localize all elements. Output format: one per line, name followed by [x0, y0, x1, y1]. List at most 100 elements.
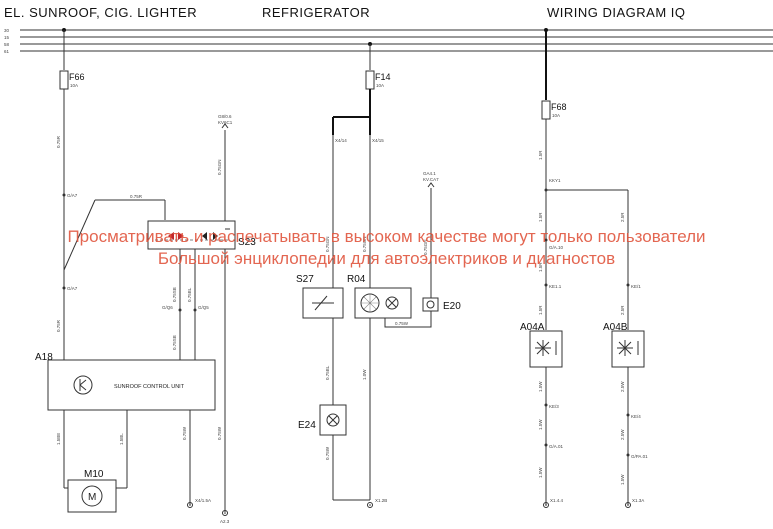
- wire-label: 2.5W: [620, 381, 625, 392]
- burst-icon: [617, 340, 633, 356]
- burst-icon: [535, 340, 551, 356]
- wire-label: X4/14: [335, 138, 347, 143]
- fan-r04-label: R04: [347, 274, 366, 285]
- fuse-f14-label: F14: [375, 72, 391, 82]
- module-a04b-label: A04B: [603, 322, 628, 333]
- control-unit-a18-name: SUNROOF CONTROL UNIT: [114, 384, 185, 390]
- ground-label: X1.3A: [632, 498, 644, 503]
- watermark-line-2: Большой энциклопедии для автоэлектриков …: [157, 249, 616, 268]
- wire-label: 0.75W: [182, 426, 187, 440]
- switch-s23: [147, 220, 236, 250]
- wire-label: G/A7: [67, 193, 78, 198]
- motor-m10-label: M10: [84, 469, 104, 480]
- rail-label: 30: [4, 28, 10, 33]
- wire-label: KE/3: [549, 404, 559, 409]
- wire-label: 2.5R: [620, 212, 625, 222]
- wire-label: 1.5W: [538, 467, 543, 478]
- header-left-title: EL. SUNROOF, CIG. LIGHTER: [4, 5, 198, 20]
- wire-label: 0.75SB: [172, 287, 177, 302]
- wire-label: 0.75R: [56, 319, 61, 332]
- wire-label: 1.0W: [362, 369, 367, 380]
- control-unit-a18-label: A18: [35, 352, 53, 363]
- wire-label: G/A7: [67, 286, 78, 291]
- diode-icon: [168, 232, 184, 240]
- wire-label: 0.75W: [395, 321, 409, 326]
- module-a04a: [529, 330, 563, 368]
- wire-label: 1.5R: [538, 212, 543, 222]
- lamp-icon: [326, 413, 340, 427]
- diode-icon: [202, 232, 218, 240]
- wire-label: 2.5W: [620, 429, 625, 440]
- wire-label: 0.75BL: [325, 365, 330, 380]
- sunroof-circuit: F66 10A 0.75R G/A7 0.75R G/A7 0.75R S23 …: [35, 28, 256, 524]
- fuse-f66-rating: 10A: [70, 83, 78, 88]
- fuse-f68: [541, 100, 551, 120]
- header-right-title: WIRING DIAGRAM IQ: [547, 5, 686, 20]
- wire-label: KE1.1: [549, 284, 562, 289]
- ground-label: X4/1.5A: [195, 498, 211, 503]
- wire-label: 1.5BE: [56, 433, 61, 445]
- switch-icon: [312, 295, 334, 311]
- fuse-f66-label: F66: [69, 72, 85, 82]
- ground-label: X1.4.4: [550, 498, 564, 503]
- wire-label: 0.75R: [56, 135, 61, 148]
- wire-label: 0.75W: [325, 446, 330, 460]
- wire-label: 1.5W: [620, 474, 625, 485]
- control-unit-a18: [47, 359, 216, 411]
- fuse-f68-label: F68: [551, 102, 567, 112]
- lamp-e20-label: E20: [443, 301, 461, 312]
- wire-label: 1.5R: [538, 150, 543, 160]
- lamp-icon: [385, 296, 399, 310]
- header-center-title: REFRIGERATOR: [262, 5, 371, 20]
- lamp-e24-label: E24: [298, 420, 316, 431]
- wire-label: 1.5R: [538, 305, 543, 315]
- module-a04a-label: A04A: [520, 322, 545, 333]
- ground-label: A2.3: [220, 519, 230, 524]
- motor-symbol: M: [88, 492, 96, 503]
- right-circuit: F68 10A 1.5R KKY1 1.5R G/A.10 1.5R KE1.1…: [520, 28, 648, 508]
- wire-label: 2.5R: [620, 305, 625, 315]
- wire-label: KE/4: [631, 414, 641, 419]
- lamp-e20: [422, 297, 439, 312]
- wire-label: 0.75R: [130, 194, 143, 199]
- wire-label: GA4.1: [423, 171, 436, 176]
- ground-label: X1.2B: [375, 498, 387, 503]
- wire-label: G/PA.01: [631, 454, 648, 459]
- refrigerator-circuit: F14 10A X4/14 X4/15 0.75GN 0.75GN S27 0.…: [296, 42, 461, 508]
- wire-label: G/A.01: [549, 444, 564, 449]
- wire-label: 0.75GN: [217, 159, 222, 175]
- wire-label: G/Q6: [162, 305, 173, 310]
- wire-label: KV6C1: [218, 120, 233, 125]
- switch-s27-label: S27: [296, 274, 314, 285]
- wire-label: 1.5R: [538, 262, 543, 272]
- wire-label: 0.75BL: [187, 287, 192, 302]
- wire-label: 0.75W: [217, 426, 222, 440]
- wire-label: KV.CA7: [423, 177, 439, 182]
- rail-label: 58: [4, 42, 10, 47]
- wire-label: 1.5W: [538, 419, 543, 430]
- wire-label: X4/15: [372, 138, 384, 143]
- module-a04b: [611, 330, 645, 368]
- wire-label: 0.75GN: [362, 236, 367, 252]
- wire-label: G8/0.6: [218, 114, 232, 119]
- wire-label: 1.5BL: [119, 433, 124, 445]
- fuse-f14: [365, 70, 375, 90]
- wire-label: KKY1: [549, 178, 561, 183]
- supply-rails: 30 15 58 61: [4, 28, 773, 54]
- fuse-f66: [59, 70, 69, 90]
- motor-m10: [67, 479, 117, 513]
- wire-label: 0.75GN: [325, 236, 330, 252]
- wire-label: KE/1: [631, 284, 641, 289]
- wire-label: 0.75GN: [423, 239, 428, 255]
- rail-label: 61: [4, 49, 10, 54]
- wire-label: 1.5W: [538, 381, 543, 392]
- transistor-icon: [73, 375, 93, 395]
- wire-label: 0.75SB: [172, 335, 177, 350]
- lamp-icon: [426, 300, 435, 309]
- switch-s23-label: S23: [238, 237, 256, 248]
- fuse-f68-rating: 10A: [552, 113, 560, 118]
- wire-label: G/A.10: [549, 245, 564, 250]
- fuse-f14-rating: 10A: [376, 83, 384, 88]
- motor-icon: [81, 485, 103, 507]
